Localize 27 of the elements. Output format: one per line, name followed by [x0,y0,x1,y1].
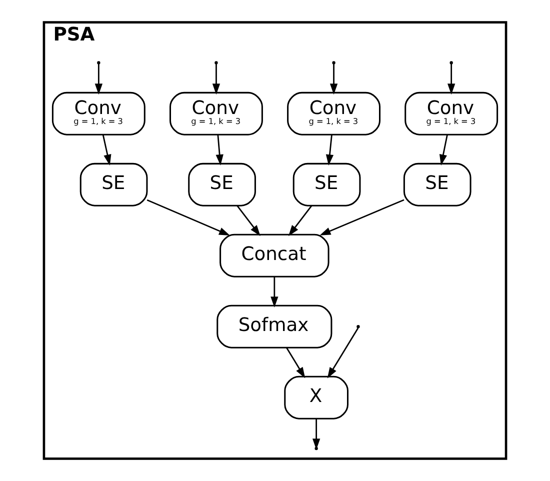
node-box: SE [292,162,361,206]
arrow [326,134,334,166]
node-box: SE [403,162,472,206]
arrow [270,276,278,308]
node-box: SE [188,162,256,206]
node-box: Conv g = 1, k = 3 [404,92,498,136]
arrow [327,328,359,378]
node-box: Conv g = 1, k = 3 [52,92,146,136]
arrow [102,134,112,166]
node-box: X [284,376,348,420]
arrow [439,134,448,166]
arrow [216,134,224,166]
arrow [320,199,404,236]
arrow [236,205,260,236]
arrow [312,418,320,450]
arrow [448,64,456,95]
node-box: Conv g = 1, k = 3 [170,92,263,136]
node-box: Concat [220,234,330,278]
arrow [212,64,220,95]
node-box: SE [80,162,148,206]
arrow [286,347,306,378]
arrow [330,64,338,95]
arrow [146,199,230,236]
arrow [94,64,102,95]
node-box: Conv g = 1, k = 3 [287,92,380,136]
node-box: Sofmax [216,304,332,348]
arrow [288,205,312,236]
